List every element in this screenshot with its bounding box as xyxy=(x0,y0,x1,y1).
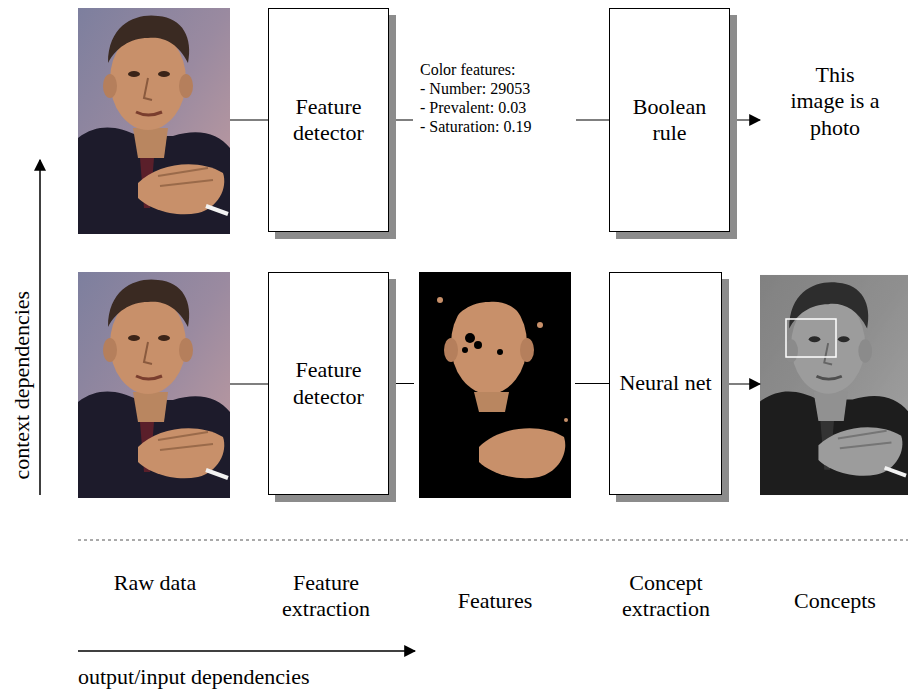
connector-line xyxy=(389,383,609,384)
drawn-line xyxy=(230,119,268,120)
column-label: Features xyxy=(440,588,550,614)
drawn-ellipse xyxy=(444,338,458,362)
feature-value: - Prevalent: 0.03 xyxy=(420,98,590,117)
neural-net-box: Neural net xyxy=(609,272,722,495)
drawn-use xyxy=(78,272,230,498)
column-label: Concept extraction xyxy=(601,570,731,623)
drawn-use xyxy=(78,8,230,234)
drawn-circle xyxy=(537,322,543,328)
column-label: Raw data xyxy=(110,570,200,596)
drawn-circle xyxy=(465,333,475,343)
feature-value: - Saturation: 0.19 xyxy=(420,117,590,136)
drawn-line xyxy=(78,650,415,652)
box-label: Neural net xyxy=(615,366,715,400)
axis-label: output/input dependencies xyxy=(78,664,378,689)
drawn-line xyxy=(230,383,268,384)
drawn-ellipse xyxy=(520,338,534,362)
drawn-circle xyxy=(462,347,468,353)
feature-value: - Number: 29053 xyxy=(420,79,590,98)
drawn-use xyxy=(760,275,908,495)
box-label: Boolean rule xyxy=(610,90,729,151)
feature-detector-box: Feature detector xyxy=(268,272,389,495)
drawn-circle xyxy=(564,418,568,422)
box-label: Feature detector xyxy=(269,353,388,414)
column-label: Feature extraction xyxy=(261,570,391,623)
drawn-path xyxy=(449,280,530,327)
drawn-circle xyxy=(437,297,443,303)
drawn-circle xyxy=(474,341,482,349)
drawn-path xyxy=(474,392,509,412)
grayscale-concept-image xyxy=(760,275,908,495)
output-text: This image is a photo xyxy=(790,62,880,141)
drawn-rect xyxy=(419,272,571,498)
feature-list-heading: Color features: xyxy=(420,60,590,79)
box-label: Feature detector xyxy=(269,90,388,151)
boolean-rule-box: Boolean rule xyxy=(609,8,730,232)
drawn-path xyxy=(479,428,565,478)
drawn-line xyxy=(722,383,760,384)
skin-features-image xyxy=(419,272,571,498)
feature-detector-box: Feature detector xyxy=(268,8,389,232)
axis-label: context dependencies xyxy=(9,265,35,505)
drawn-line xyxy=(78,540,908,541)
drawn-circle xyxy=(497,349,503,355)
face-detection-box xyxy=(786,319,836,357)
drawn-line xyxy=(39,160,41,495)
column-label: Concepts xyxy=(775,588,895,614)
